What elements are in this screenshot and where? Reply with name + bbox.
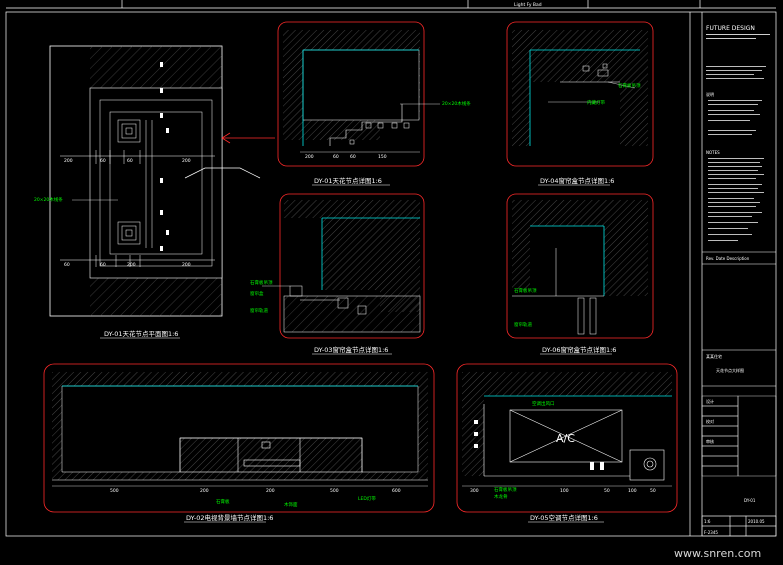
drawing-name: 天花节点大样图 <box>716 367 744 373</box>
scale-value: 1:6 <box>704 519 711 524</box>
dwg-no: DY-01 <box>744 498 756 503</box>
d5-annotation-2: 石膏板吊顶 <box>494 486 517 493</box>
d3-annotation-1: 石膏板吊顶 <box>250 279 273 286</box>
d6-title: DY-06窗帘盒节点详图1:6 <box>542 345 616 354</box>
d3-annotation-3: 窗帘轨道 <box>250 307 268 314</box>
plan-dim: 200 <box>64 158 73 164</box>
d1-dim: 150 <box>378 154 387 160</box>
plan-dim: 200 <box>182 262 191 268</box>
sheet-number: F-2345 <box>704 530 718 535</box>
detail-d1: 20×20木线条 200 60 60 150 DY-01天花节点详图1:6 <box>277 21 471 186</box>
d1-title: DY-01天花节点详图1:6 <box>314 176 382 185</box>
d1-dim: 60 <box>333 154 339 160</box>
notes-title-en: NOTES <box>706 150 720 155</box>
d5-dim: 50 <box>650 488 656 494</box>
approved-by: 审核 <box>706 438 714 444</box>
detail-d4: 石膏板吊顶 内藏灯带 DY-04窗帘盒节点详图1:6 <box>506 21 654 186</box>
plan-dim: 60 <box>100 262 106 268</box>
revision-label: Rev. Date Description <box>706 256 750 261</box>
detail-d3: 石膏板吊顶 窗帘盒 窗帘轨道 DY-03窗帘盒节点详图1:6 <box>250 193 425 355</box>
d2-annotation-1: 石膏板 <box>216 498 230 505</box>
title-block: FUTURE DESIGN 说明 NOTES Rev. Date Descrip… <box>701 25 777 537</box>
d4-title: DY-04窗帘盒节点详图1:6 <box>540 176 614 185</box>
checked-by: 校对 <box>706 418 714 424</box>
plan-dim: 60 <box>127 158 133 164</box>
d3-title: DY-03窗帘盒节点详图1:6 <box>314 345 388 354</box>
d4-annotation-2: 内藏灯带 <box>587 99 605 106</box>
d6-annotation-2: 窗帘轨道 <box>514 321 532 328</box>
detail-d5: A/C 空调出风口 石膏板吊顶 木龙骨 300 100 50 100 50 DY… <box>456 363 678 523</box>
plan-dim: 60 <box>64 262 70 268</box>
detail-plan: 20×20木线条 200 60 60 200 60 60 200 200 DY-… <box>34 45 275 339</box>
d5-dim: 300 <box>470 488 479 494</box>
drawn-by: 设计 <box>706 398 714 404</box>
d5-dim: 100 <box>560 488 569 494</box>
d3-annotation-2: 窗帘盒 <box>250 290 264 297</box>
d5-annotation-3: 木龙骨 <box>494 493 508 500</box>
d2-dim: 200 <box>266 488 275 494</box>
plan-dim: 60 <box>100 158 106 164</box>
sheet-frame <box>5 0 777 537</box>
d4-annotation: 石膏板吊顶 <box>618 82 641 89</box>
detail-d2: 500 200 200 500 600 石膏板 木饰面 LED灯带 DY-02电… <box>43 363 435 523</box>
project-label: 某某住宅 <box>706 353 722 359</box>
plan-title: DY-01天花节点平面图1:6 <box>104 329 178 338</box>
d2-dim: 600 <box>392 488 401 494</box>
d2-annotation-3: LED灯带 <box>358 495 376 502</box>
d2-dim: 200 <box>200 488 209 494</box>
d2-annotation-2: 木饰面 <box>284 501 298 508</box>
d5-unit-label: A/C <box>556 432 575 445</box>
detail-d6: 石膏板吊顶 窗帘轨道 DY-06窗帘盒节点详图1:6 <box>506 193 654 355</box>
plan-dim: 200 <box>182 158 191 164</box>
d5-title: DY-05空调节点详图1:6 <box>530 513 598 522</box>
d1-annotation: 20×20木线条 <box>442 100 471 107</box>
d5-dim: 100 <box>628 488 637 494</box>
company-logo: FUTURE DESIGN <box>706 25 755 32</box>
plan-annotation: 20×20木线条 <box>34 196 63 203</box>
d5-annotation-1: 空调出风口 <box>532 400 555 407</box>
date-value: 2010.05 <box>748 519 765 524</box>
d5-dim: 50 <box>604 488 610 494</box>
d1-dim: 60 <box>350 154 356 160</box>
header-text: Light Fy Bad <box>514 2 542 8</box>
d2-title: DY-02电视背景墙节点详图1:6 <box>186 513 273 522</box>
watermark: www.snren.com <box>674 547 761 560</box>
d1-dim: 200 <box>305 154 314 160</box>
d2-dim: 500 <box>330 488 339 494</box>
d6-annotation-1: 石膏板吊顶 <box>514 287 537 294</box>
notes-title: 说明 <box>706 91 714 97</box>
d2-dim: 500 <box>110 488 119 494</box>
plan-dim: 200 <box>127 262 136 268</box>
